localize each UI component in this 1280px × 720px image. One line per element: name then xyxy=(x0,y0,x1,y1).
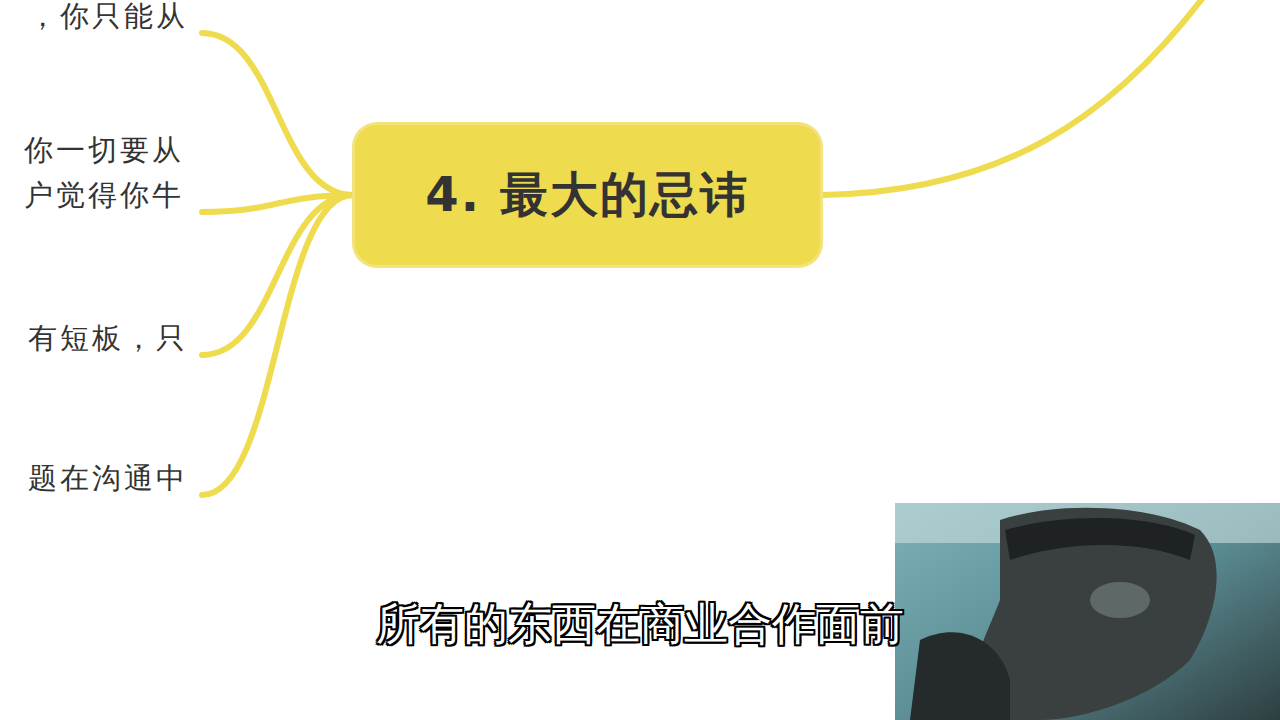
subtitle: 所有的东西在商业合作面前 xyxy=(376,595,904,654)
branch-topic: 有短板，只 xyxy=(28,316,188,361)
topic-text: 题在沟通中 xyxy=(28,456,188,501)
branch-topic: 题在沟通中 xyxy=(28,456,188,501)
topic-box: 4. 最大的忌讳 xyxy=(355,125,820,265)
topic-text: ，你只能从 xyxy=(28,0,188,39)
branch-line xyxy=(202,195,353,495)
topic-text: 你一切要从 户觉得你牛 xyxy=(24,128,188,218)
branch-topic: 你一切要从 户觉得你牛 xyxy=(24,128,188,218)
parent-branch xyxy=(822,0,1205,195)
branch-line xyxy=(202,195,353,355)
branch-line xyxy=(202,33,353,195)
topic-text: 有短板，只 xyxy=(28,316,188,361)
topic-text: 4. 最大的忌讳 xyxy=(425,163,749,227)
webcam-image xyxy=(895,503,1280,720)
branch-topic: ，你只能从 xyxy=(28,0,188,39)
